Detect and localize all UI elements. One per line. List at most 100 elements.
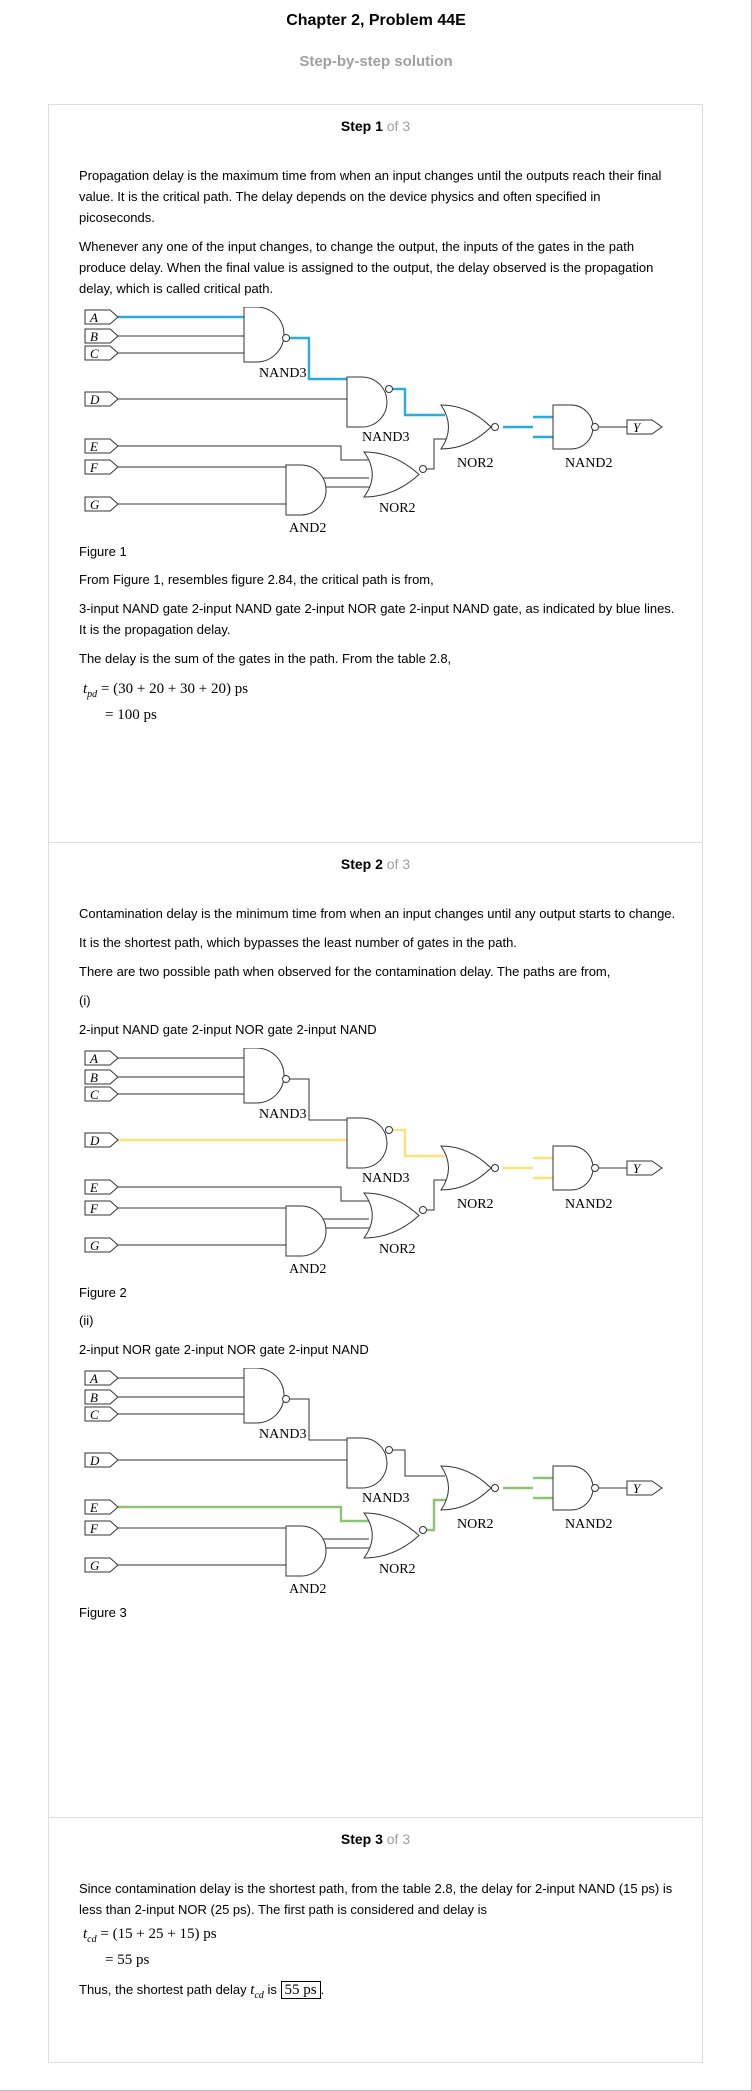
- input-b-label: B: [90, 1070, 98, 1085]
- inverter-bubble: [591, 1164, 599, 1172]
- input-b-label: B: [90, 1390, 98, 1405]
- step-1-label: Step 1: [340, 118, 383, 134]
- nor2-gate-1-label: NOR2: [457, 1197, 494, 1212]
- step-2-heading: Step 2 of 3: [49, 856, 702, 872]
- wire-yf: [533, 415, 553, 439]
- nor2-gate-1: [440, 404, 492, 450]
- nor2-gate-1: [440, 1465, 492, 1511]
- eq-var: t: [83, 1926, 88, 1942]
- input-d-label: D: [89, 392, 100, 407]
- eq-sub: cd: [87, 1934, 97, 1945]
- input-e-label: E: [89, 1500, 98, 1515]
- wire-g5: [427, 438, 446, 470]
- wire-g5: [427, 1498, 446, 1532]
- input-c-tag: [84, 1086, 119, 1102]
- nor2-gate-2: [363, 451, 420, 498]
- output-y-tag: [626, 1480, 663, 1496]
- input-a-label: A: [89, 1371, 98, 1386]
- nor2-gate-1-label: NOR2: [457, 456, 494, 471]
- inverter-bubble: [491, 423, 499, 431]
- step3-conclusion: Thus, the shortest path delay tcd is 55 …: [79, 1978, 678, 2004]
- inverter-bubble: [385, 1126, 393, 1134]
- inverter-bubble: [385, 1446, 393, 1454]
- input-b-tag: [84, 1069, 119, 1085]
- input-g-tag: [84, 1237, 119, 1253]
- and2-gate: [285, 1205, 327, 1257]
- input-a-label: A: [89, 310, 98, 325]
- nand3-gate-1: [243, 1048, 285, 1104]
- nor2-gate-2-label: NOR2: [379, 501, 416, 516]
- input-a-label: A: [89, 1051, 98, 1066]
- input-e-tag: [84, 438, 119, 454]
- and2-gate-label: AND2: [289, 1262, 326, 1277]
- input-d-label: D: [89, 1133, 100, 1148]
- wire-F: [118, 1527, 369, 1540]
- wire-g1: [283, 1398, 347, 1441]
- page-title: Chapter 2, Problem 44E: [286, 12, 466, 29]
- eq-line-2: = 55 ps: [105, 1952, 150, 1968]
- wire-g1: [283, 1078, 347, 1121]
- output-y-label: Y: [633, 1481, 642, 1496]
- nor2-gate-2: [363, 1512, 420, 1559]
- input-f-tag: [84, 1200, 119, 1216]
- step1-paragraph-5: The delay is the sum of the gates in the…: [79, 651, 452, 666]
- inverter-bubble: [491, 1484, 499, 1492]
- step-3-of: of 3: [386, 1831, 411, 1847]
- input-e-tag: [84, 1179, 119, 1195]
- step2-paragraph-3: There are two possible path when observe…: [79, 964, 611, 979]
- step-1-of: of 3: [386, 118, 411, 134]
- nor2-gate-1: [440, 1145, 492, 1191]
- nor2-gate-1-label: NOR2: [457, 1517, 494, 1532]
- step1-paragraph-3: From Figure 1, resembles figure 2.84, th…: [79, 572, 434, 587]
- wire-F: [118, 1207, 369, 1220]
- wire-g2: [385, 387, 445, 417]
- and2-gate-label: AND2: [289, 1582, 326, 1597]
- eq-line-2: = 100 ps: [105, 707, 157, 723]
- input-f-tag: [84, 459, 119, 475]
- input-f-label: F: [89, 1201, 99, 1216]
- inverter-bubble: [282, 1395, 290, 1403]
- step-2-of: of 3: [386, 856, 411, 872]
- input-c-label: C: [90, 346, 99, 361]
- nand2-gate-1: [552, 1465, 594, 1511]
- page-subtitle: Step-by-step solution: [299, 53, 453, 70]
- output-y-label: Y: [633, 420, 642, 435]
- nand3-gate-2: [346, 376, 388, 428]
- input-d-label: D: [89, 1453, 100, 1468]
- nand2-gate-1-label: NAND2: [565, 1517, 612, 1532]
- eq-line-1: = (15 + 25 + 15) ps: [96, 1926, 217, 1942]
- wire-E: [118, 1186, 369, 1202]
- and2-gate: [285, 464, 327, 516]
- inverter-bubble: [491, 1164, 499, 1172]
- figure-1-caption: Figure 1: [79, 544, 127, 559]
- contamination-delay-equation: tcd = (15 + 25 + 15) ps = 55 ps: [83, 1922, 678, 1972]
- step1-paragraph-2: Whenever any one of the input changes, t…: [79, 239, 654, 296]
- nand3-gate-1-label: NAND3: [259, 1427, 306, 1442]
- input-d-tag: [84, 1132, 119, 1148]
- inverter-bubble: [591, 1484, 599, 1492]
- conclusion-sub: cd: [254, 1990, 264, 2001]
- step-3-heading: Step 3 of 3: [49, 1831, 702, 1847]
- nor2-gate-2: [363, 1192, 420, 1239]
- input-g-tag: [84, 496, 119, 512]
- nand2-gate-1: [552, 1145, 594, 1191]
- propagation-delay-equation: tpd = (30 + 20 + 30 + 20) ps = 100 ps: [83, 677, 678, 727]
- answer-box: 55 ps: [280, 1981, 321, 1999]
- inverter-bubble: [282, 334, 290, 342]
- step-2-label: Step 2: [340, 856, 383, 872]
- step2-item-1: (i): [79, 993, 91, 1008]
- nand3-gate-2-label: NAND3: [362, 1171, 409, 1186]
- nand3-gate-1: [243, 1368, 285, 1424]
- nand2-gate-1-label: NAND2: [565, 1197, 612, 1212]
- output-y-label: Y: [633, 1161, 642, 1176]
- nor2-gate-2-label: NOR2: [379, 1242, 416, 1257]
- conclusion-var: t: [250, 1982, 255, 1998]
- output-y-tag: [626, 419, 663, 435]
- input-c-tag: [84, 345, 119, 361]
- input-e-label: E: [89, 1180, 98, 1195]
- step2-item-2: (ii): [79, 1313, 94, 1328]
